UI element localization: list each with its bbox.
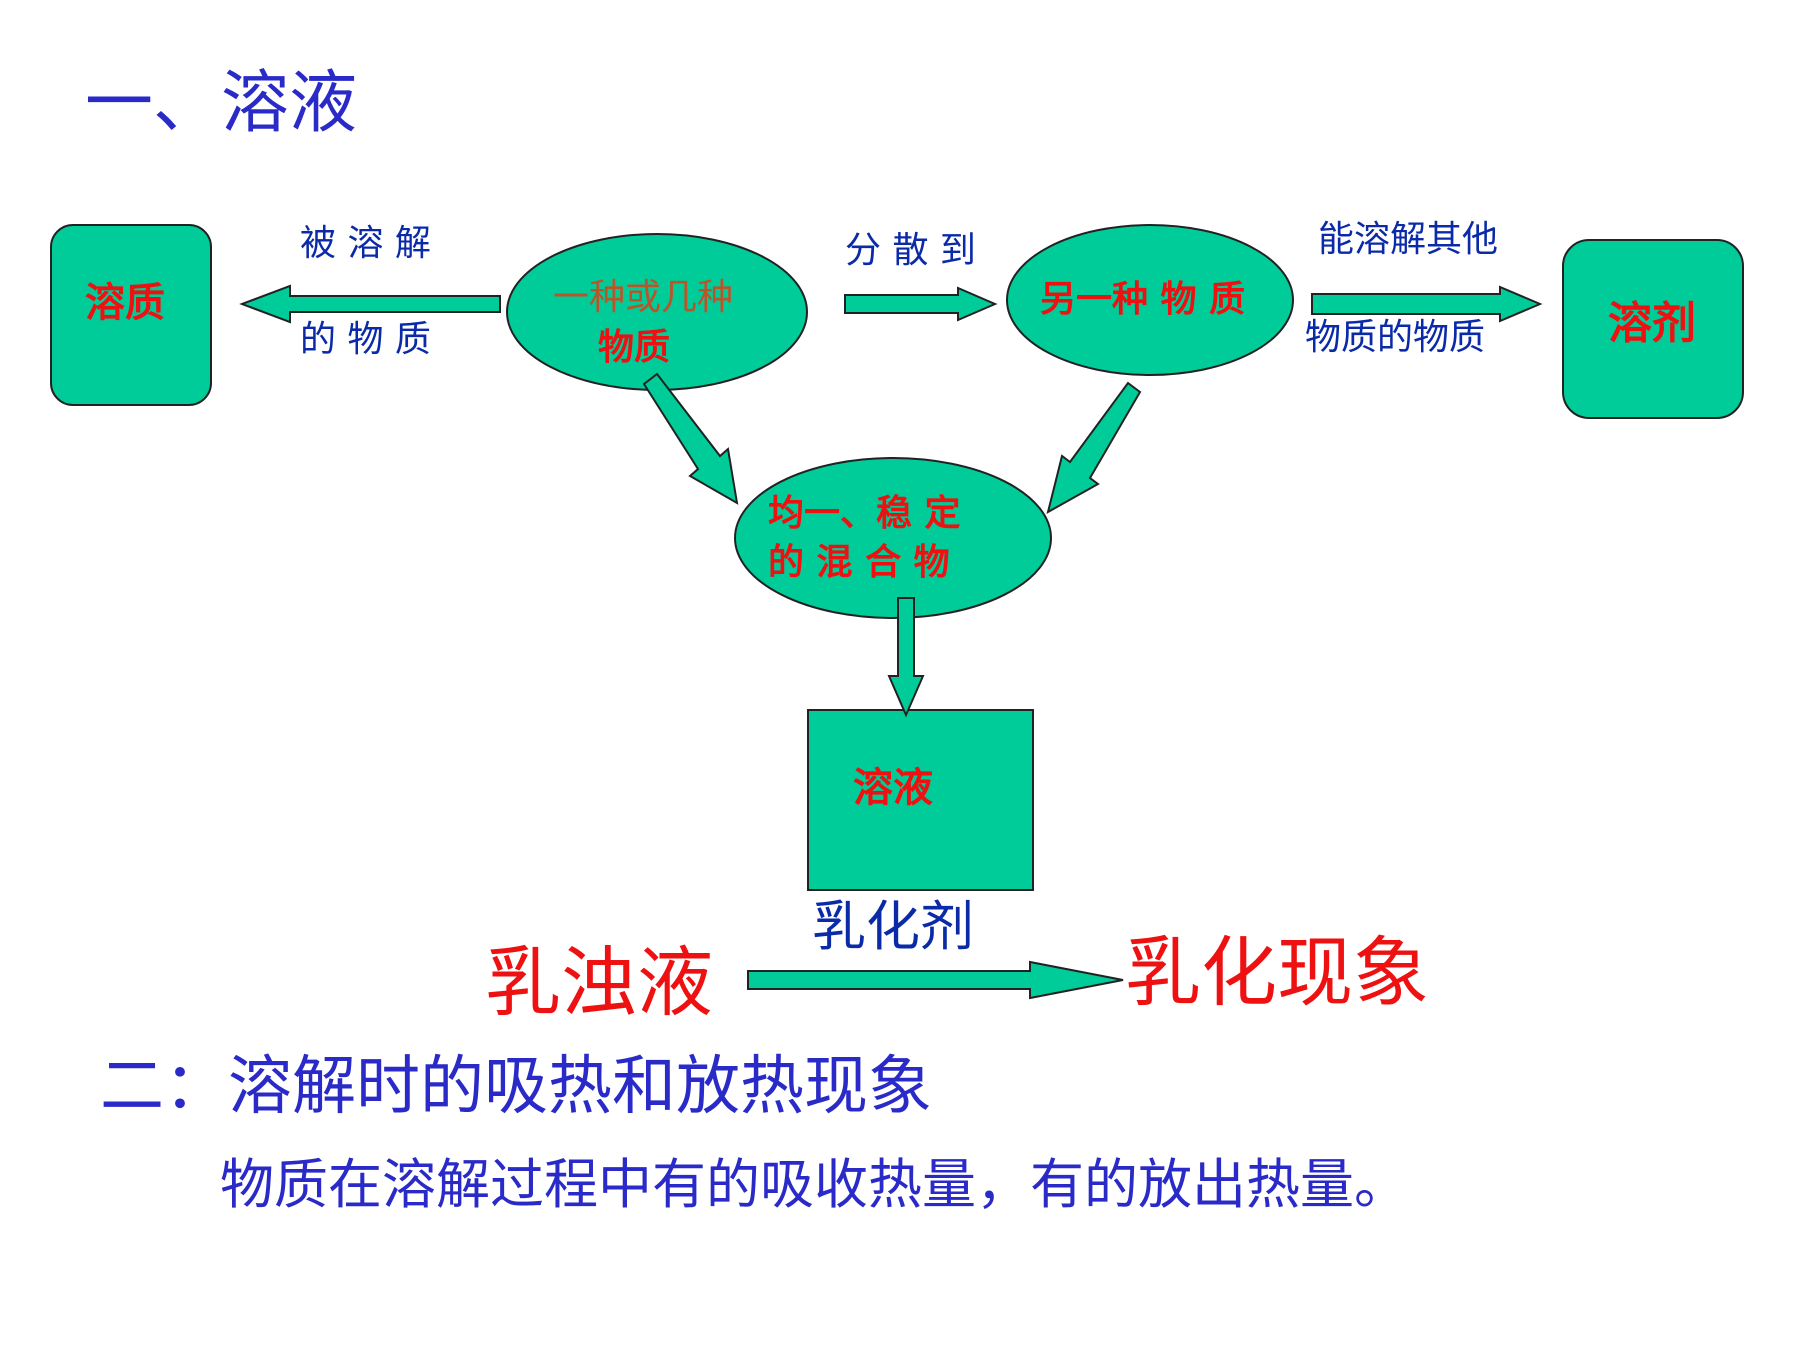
- other-substance-ellipse-shape: [1006, 224, 1294, 376]
- substance-ellipse-label-line2: 物质: [598, 327, 671, 368]
- section2-body: 物质在溶解过程中有的吸收热量，有的放出热量。: [220, 1153, 1408, 1216]
- solute-arrow-label-bottom: 的 物 质: [300, 319, 431, 360]
- page-title: 一、溶液: [85, 64, 358, 143]
- arrow-mixture-to-solution: [887, 597, 925, 718]
- arrow-substance-to-mixture: [642, 372, 739, 505]
- solute-box-shape: [50, 224, 212, 406]
- arrow-to-solute: [239, 284, 501, 324]
- other-substance-ellipse-label: 另一种 物 质: [1040, 279, 1246, 320]
- arrow-to-solvent: [1311, 285, 1543, 323]
- emulsifier-label: 乳化剂: [812, 895, 974, 958]
- solution-box-label: 溶液: [853, 765, 933, 811]
- solute-box-label: 溶质: [85, 280, 165, 326]
- solvent-arrow-label-top: 能溶解其他: [1318, 219, 1499, 260]
- solvent-box-label: 溶剂: [1608, 298, 1696, 349]
- solution-box-shape: [807, 709, 1034, 891]
- section2-heading: 二：溶解时的吸热和放热现象: [100, 1050, 932, 1124]
- solvent-arrow-label-bottom: 物质的物质: [1305, 317, 1486, 358]
- substance-ellipse-label-line1: 一种或几种: [553, 277, 734, 318]
- mixture-ellipse-shape: [734, 457, 1052, 619]
- solvent-box-shape: [1562, 239, 1744, 419]
- emulsion-label: 乳浊液: [485, 938, 713, 1027]
- disperse-label: 分 散 到: [845, 230, 976, 271]
- arrow-other-to-mixture: [1046, 381, 1142, 515]
- arrow-emulsion: [747, 960, 1124, 1000]
- mixture-ellipse-label-line1: 均一、稳 定: [768, 493, 961, 534]
- solute-arrow-label-top: 被 溶 解: [300, 223, 431, 264]
- arrow-disperse: [844, 286, 998, 322]
- emulsification-phenomenon-label: 乳化现象: [1125, 928, 1429, 1017]
- mixture-ellipse-label-line2: 的 混 合 物: [768, 542, 950, 583]
